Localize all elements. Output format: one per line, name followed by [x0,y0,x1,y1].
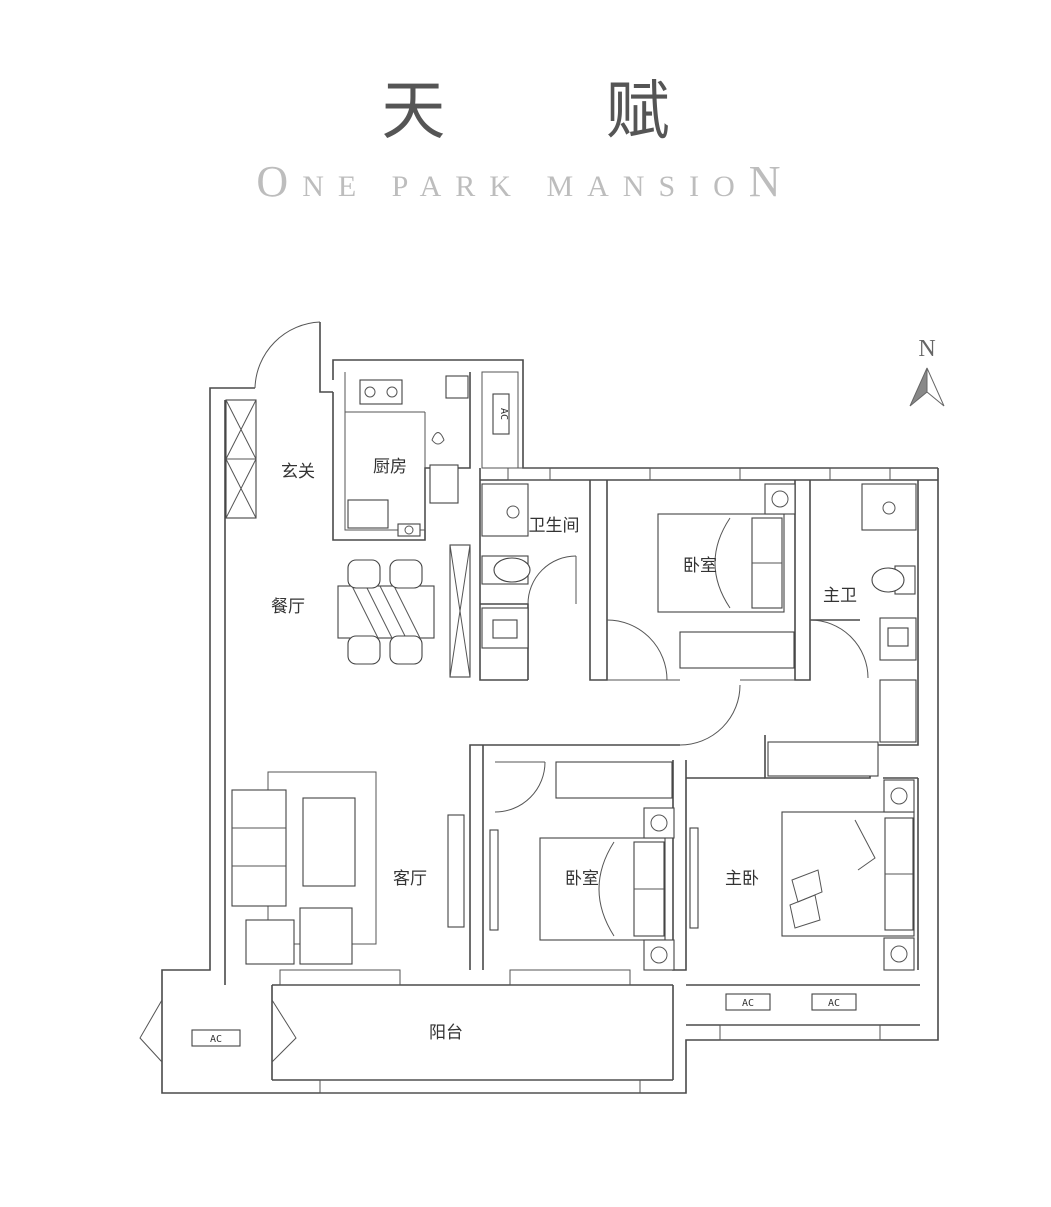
room-label-master-bedroom: 主卧 [725,869,759,889]
entrance-door-swing [254,321,321,389]
north-arrow-icon [909,367,928,407]
master-wardrobe [767,679,917,777]
dining-side-cabinet [449,544,471,678]
entrance-cabinet [225,399,257,519]
outer-walls [161,322,939,1094]
room-label-living: 客厅 [393,869,427,889]
master-bath-fixtures [861,483,917,661]
room-label-balcony: 阳台 [429,1023,463,1043]
plan-title-english: ONE PARK MANSION [0,160,1051,209]
living-room-furniture [231,771,465,965]
balcony-ac-label: AC [210,1034,222,1045]
plan-title-chinese: 天 赋 [381,75,740,149]
door-swings [494,555,869,813]
master-bedroom-furniture [689,779,915,971]
north-bedroom-furniture [657,483,796,669]
room-label-entrance: 玄关 [281,462,315,482]
room-label-bedroom-south: 卧室 [565,869,599,889]
windows [279,467,891,1094]
north-label: N [918,336,935,362]
north-arrow: N [909,336,945,407]
kitchen-ac-shaft: AC [481,371,519,469]
kitchen-ac-label: AC [498,408,509,420]
south-bedroom-furniture [489,761,675,971]
room-label-dining: 餐厅 [271,597,305,617]
kitchen-block [332,372,471,541]
room-label-master-bath: 主卫 [823,586,857,606]
dining-table-set [337,559,435,665]
bathroom-fixtures [481,483,531,649]
title-en-mid: NE PARK MANSIO [302,170,749,203]
title-en-lead: O [256,157,303,206]
master-ac-label-2: AC [828,998,840,1009]
ac-units: AC AC AC [139,993,857,1063]
room-label-kitchen: 厨房 [373,457,407,477]
master-ac-label-1: AC [742,998,754,1009]
room-label-bathroom: 卫生间 [529,516,580,536]
title-en-tail: N [748,157,795,206]
room-label-bedroom-north: 卧室 [683,556,717,576]
